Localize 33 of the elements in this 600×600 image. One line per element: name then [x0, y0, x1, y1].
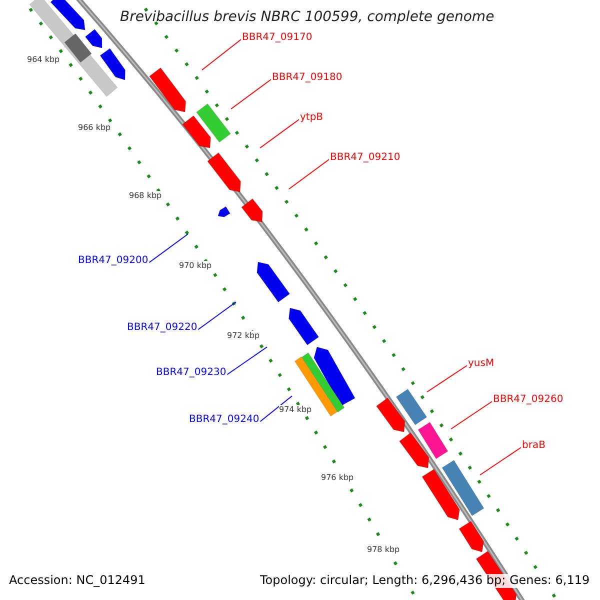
genome-stats-text: Topology: circular; Length: 6,296,436 bp; Genes: 6,119	[260, 574, 590, 588]
position-label: 974 kbp	[279, 405, 312, 414]
position-label: 964 kbp	[27, 55, 60, 64]
gene-label: BBR47_09260	[493, 394, 564, 406]
position-label: 972 kbp	[227, 331, 260, 340]
title: Brevibacillus brevis NBRC 100599, complete genome	[120, 9, 494, 26]
gene-label: BBR47_09240	[189, 414, 260, 426]
leader-line	[148, 234, 188, 263]
leader-line	[202, 39, 242, 70]
leader-line	[450, 401, 492, 430]
position-label: 976 kbp	[321, 473, 354, 482]
gene-label: BBR47_09180	[272, 72, 342, 84]
leader-line	[226, 346, 268, 375]
gene-label: BBR47_09210	[330, 152, 400, 164]
leader-line	[230, 79, 272, 110]
leader-line	[198, 302, 236, 330]
accession-text: Accession: NC_012491	[9, 574, 146, 588]
leader-line	[288, 159, 330, 190]
position-label: 968 kbp	[129, 191, 162, 200]
leader-line	[260, 119, 300, 148]
position-label: 978 kbp	[367, 545, 400, 554]
leader-line	[260, 396, 292, 422]
gene-label: BBR47_09170	[242, 32, 312, 44]
position-label: 970 kbp	[179, 261, 212, 270]
gene-label: BBR47_09200	[78, 255, 148, 266]
gene-label: BBR47_09230	[156, 367, 226, 378]
gene-label: braB	[522, 440, 546, 452]
leader-line	[480, 447, 522, 476]
position-label: 966 kbp	[78, 123, 111, 132]
gene-label: ytpB	[300, 112, 324, 124]
gene-label: yusM	[468, 358, 494, 370]
leader-line	[426, 365, 468, 392]
gene-label: BBR47_09220	[127, 322, 198, 334]
